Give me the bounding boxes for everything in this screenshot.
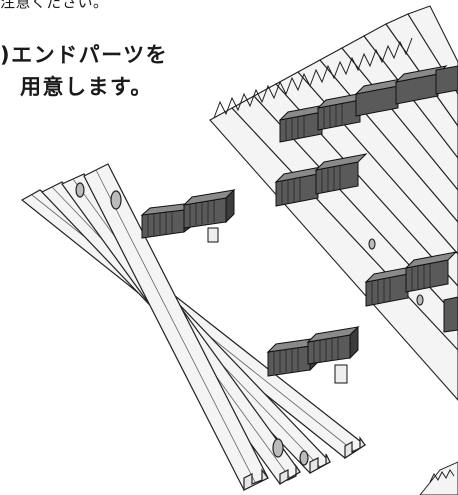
end-part-r2 — [354, 65, 458, 117]
step-instruction-line2: 用意します。 — [20, 74, 153, 99]
end-part-r4 — [364, 251, 458, 307]
left-rail-group — [20, 163, 367, 491]
cut-off-note-text: 注意ください。 — [0, 0, 109, 11]
step-instruction: )エンドパーツを 用意します。 — [0, 40, 168, 103]
end-part-upper — [140, 188, 236, 243]
left-end-parts — [140, 188, 360, 384]
end-part-r5 — [443, 296, 458, 333]
step-instruction-line1: )エンドパーツを — [0, 43, 169, 67]
partial-rails-bottom-right — [419, 461, 458, 495]
end-part-r3 — [274, 153, 368, 207]
right-end-parts — [274, 65, 458, 333]
end-part-lower — [266, 325, 360, 384]
